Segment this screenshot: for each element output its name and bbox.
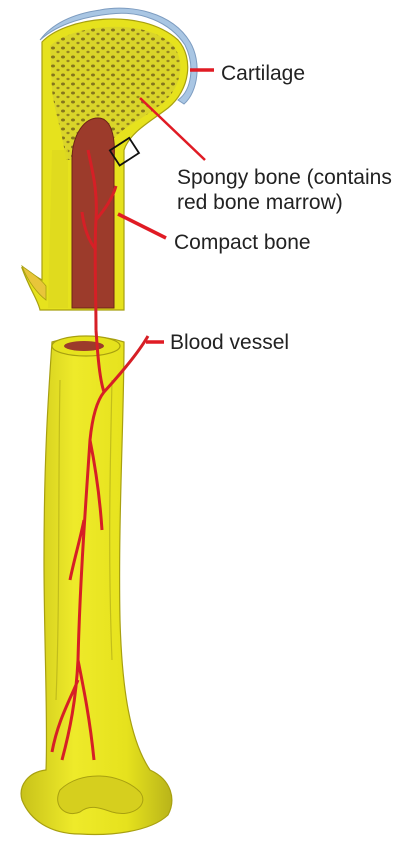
label-spongy-line2: red bone marrow) bbox=[177, 190, 392, 215]
marrow-cavity bbox=[72, 118, 114, 308]
lower-bone-section bbox=[21, 330, 172, 834]
leader-spongy bbox=[140, 98, 205, 160]
leader-compact bbox=[118, 214, 166, 238]
label-compact-bone: Compact bone bbox=[174, 230, 311, 255]
label-blood-vessel: Blood vessel bbox=[170, 330, 289, 355]
upper-bone-section bbox=[22, 8, 197, 330]
label-cartilage: Cartilage bbox=[221, 61, 305, 86]
label-spongy-line1: Spongy bone (contains bbox=[177, 165, 392, 190]
label-spongy-bone: Spongy bone (contains red bone marrow) bbox=[177, 165, 392, 215]
